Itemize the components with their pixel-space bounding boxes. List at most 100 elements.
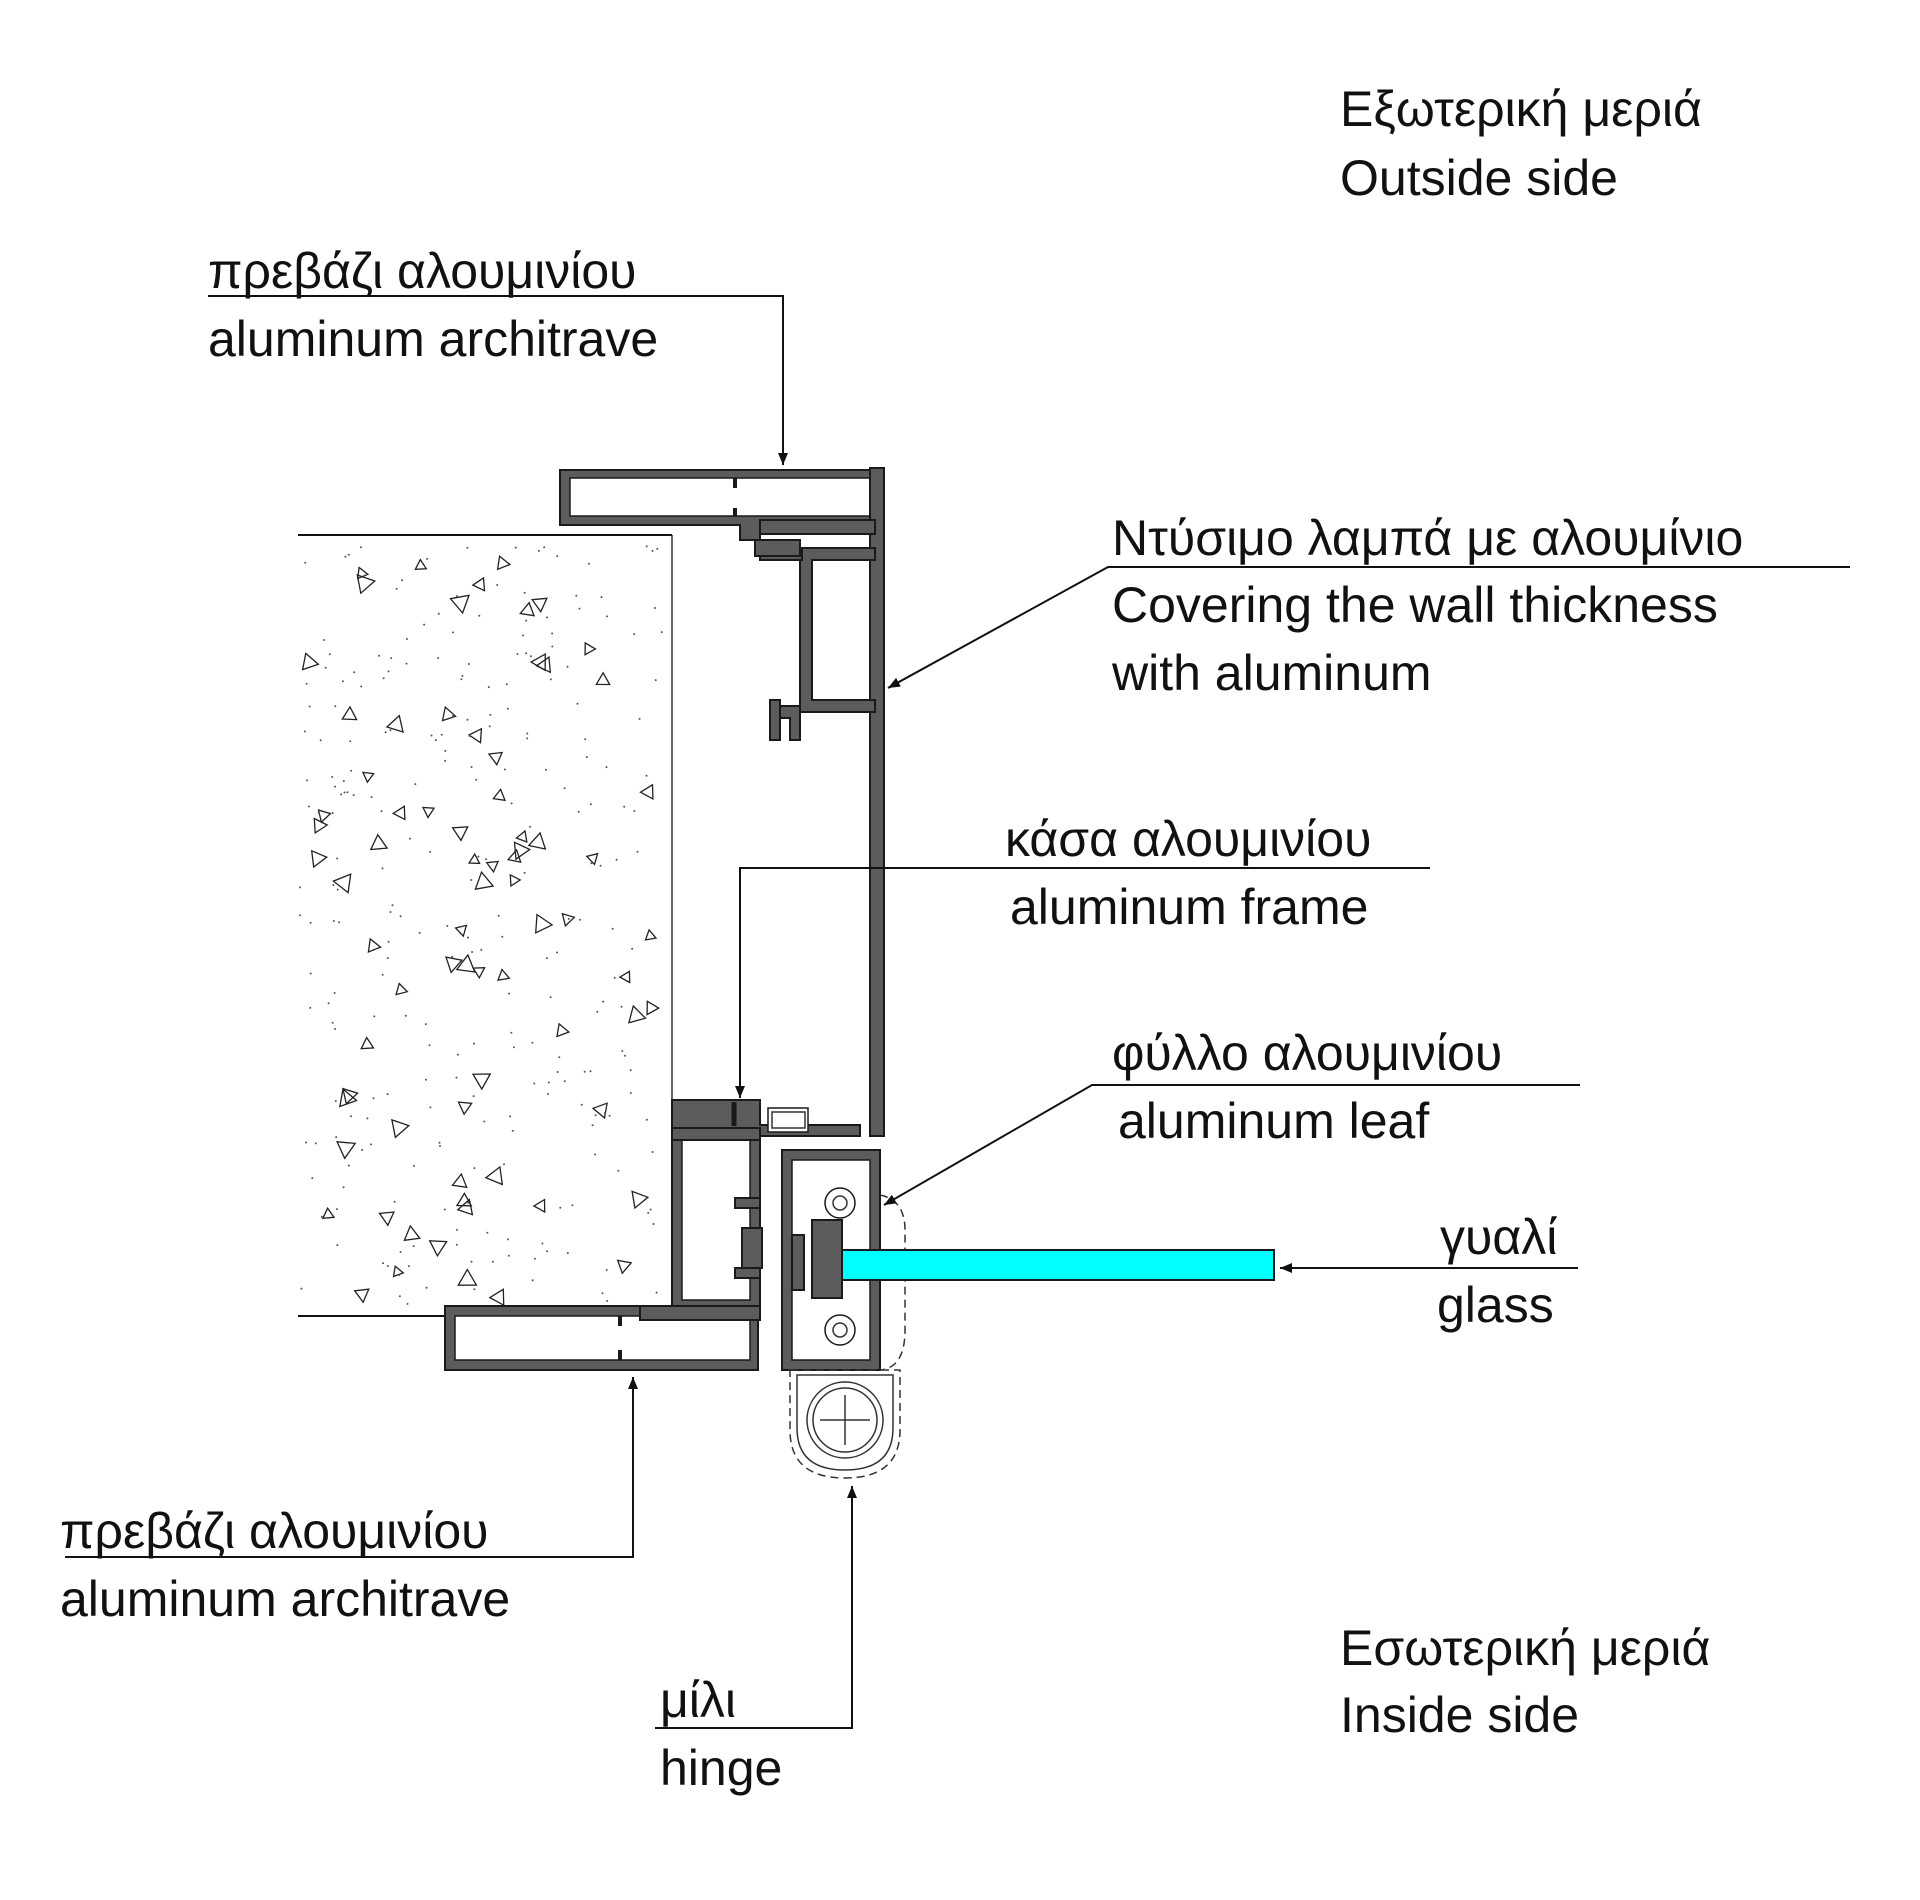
concrete-aggregate bbox=[310, 849, 328, 869]
concrete-speck bbox=[526, 737, 529, 740]
concrete-speck bbox=[300, 1287, 303, 1290]
concrete-aggregate bbox=[369, 833, 389, 851]
glass-label-en: glass bbox=[1437, 1277, 1554, 1333]
concrete-speck bbox=[633, 810, 636, 812]
concrete-speck bbox=[346, 791, 349, 794]
glass-pane bbox=[841, 1249, 1275, 1281]
concrete-speck bbox=[323, 639, 326, 641]
concrete-speck bbox=[413, 1164, 415, 1167]
concrete-speck bbox=[525, 652, 528, 655]
concrete-speck bbox=[314, 1142, 317, 1145]
concrete-speck bbox=[395, 587, 398, 590]
concrete-speck bbox=[507, 1254, 510, 1257]
concrete-speck bbox=[460, 961, 463, 964]
concrete-speck bbox=[336, 857, 339, 860]
concrete-speck bbox=[497, 914, 500, 917]
concrete-speck bbox=[525, 619, 528, 622]
architrave-bottom-label-gr: πρεβάζι αλουμινίου bbox=[60, 1503, 489, 1559]
frame-label-en: aluminum frame bbox=[1010, 879, 1368, 935]
concrete-speck bbox=[324, 666, 327, 669]
concrete-speck bbox=[546, 616, 548, 619]
concrete-speck bbox=[336, 1244, 339, 1247]
concrete-speck bbox=[473, 1288, 476, 1291]
concrete-speck bbox=[551, 645, 554, 648]
concrete-aggregate bbox=[646, 1000, 660, 1016]
concrete-speck bbox=[331, 1021, 334, 1024]
concrete-speck bbox=[350, 769, 353, 772]
concrete-speck bbox=[406, 1302, 409, 1305]
concrete-speck bbox=[556, 555, 559, 558]
concrete-speck bbox=[601, 1292, 604, 1295]
concrete-speck bbox=[299, 886, 301, 889]
concrete-speck bbox=[425, 1078, 427, 1081]
concrete-speck bbox=[334, 705, 337, 708]
concrete-speck bbox=[340, 793, 343, 796]
concrete-aggregate bbox=[492, 788, 507, 802]
concrete-speck bbox=[382, 1262, 384, 1265]
concrete-aggregate bbox=[301, 652, 320, 671]
concrete-speck bbox=[456, 1053, 459, 1056]
concrete-speck bbox=[470, 879, 473, 881]
concrete-speck bbox=[587, 562, 590, 565]
concrete-aggregate bbox=[361, 771, 375, 784]
concrete-speck bbox=[556, 1071, 559, 1073]
concrete-aggregate bbox=[421, 806, 436, 819]
concrete-speck bbox=[549, 996, 552, 999]
concrete-speck bbox=[347, 553, 350, 556]
concrete-speck bbox=[605, 766, 608, 769]
top-architrave bbox=[559, 469, 881, 541]
concrete-aggregate bbox=[356, 566, 370, 580]
concrete-speck bbox=[399, 915, 402, 918]
concrete-aggregate bbox=[556, 1022, 571, 1038]
concrete-aggregate bbox=[509, 873, 522, 888]
concrete-speck bbox=[311, 1177, 314, 1180]
concrete-aggregate bbox=[631, 1190, 650, 1210]
concrete-speck bbox=[426, 557, 429, 560]
concrete-aggregate bbox=[487, 751, 504, 766]
concrete-aggregate bbox=[471, 1073, 492, 1091]
concrete-speck bbox=[599, 864, 602, 867]
concrete-speck bbox=[523, 871, 526, 874]
concrete-speck bbox=[580, 1103, 583, 1106]
concrete-aggregate bbox=[527, 831, 547, 850]
concrete-aggregate bbox=[644, 928, 658, 941]
concrete-speck bbox=[645, 545, 648, 548]
concrete-speck bbox=[629, 1092, 632, 1094]
concrete-aggregate bbox=[496, 554, 512, 571]
concrete-speck bbox=[567, 917, 570, 920]
hinge bbox=[789, 1369, 901, 1479]
concrete-aggregate bbox=[313, 817, 329, 835]
concrete-speck bbox=[425, 1286, 428, 1289]
concrete-aggregate bbox=[353, 1288, 370, 1304]
concrete-speck bbox=[530, 845, 533, 848]
concrete-speck bbox=[349, 740, 352, 743]
concrete-speck bbox=[623, 805, 626, 808]
concrete-speck bbox=[466, 546, 469, 549]
concrete-speck bbox=[333, 992, 336, 994]
concrete-speck bbox=[423, 623, 426, 626]
concrete-speck bbox=[531, 1279, 534, 1282]
concrete-speck bbox=[455, 1243, 458, 1246]
concrete-speck bbox=[510, 1031, 513, 1034]
concrete-speck bbox=[483, 1120, 486, 1123]
concrete-speck bbox=[543, 546, 546, 549]
concrete-aggregate bbox=[467, 852, 481, 865]
architrave-top-label-gr: πρεβάζι αλουμινίου bbox=[208, 243, 637, 299]
concrete-speck bbox=[455, 1076, 458, 1079]
concrete-speck bbox=[533, 1082, 536, 1085]
concrete-speck bbox=[429, 850, 432, 853]
concrete-speck bbox=[473, 1167, 476, 1170]
concrete-speck bbox=[596, 1010, 599, 1013]
wall-covering bbox=[754, 467, 885, 1137]
concrete-speck bbox=[547, 1093, 550, 1095]
concrete-speck bbox=[306, 779, 308, 782]
leaf-label-gr: φύλλο αλουμινίου bbox=[1112, 1025, 1502, 1081]
concrete-speck bbox=[440, 733, 443, 736]
bottom-architrave bbox=[444, 1305, 761, 1371]
concrete-aggregate bbox=[391, 805, 406, 821]
concrete-speck bbox=[633, 633, 636, 636]
concrete-speck bbox=[360, 546, 362, 549]
concrete-speck bbox=[660, 631, 663, 634]
concrete-speck bbox=[577, 810, 580, 813]
concrete-speck bbox=[617, 1169, 620, 1172]
